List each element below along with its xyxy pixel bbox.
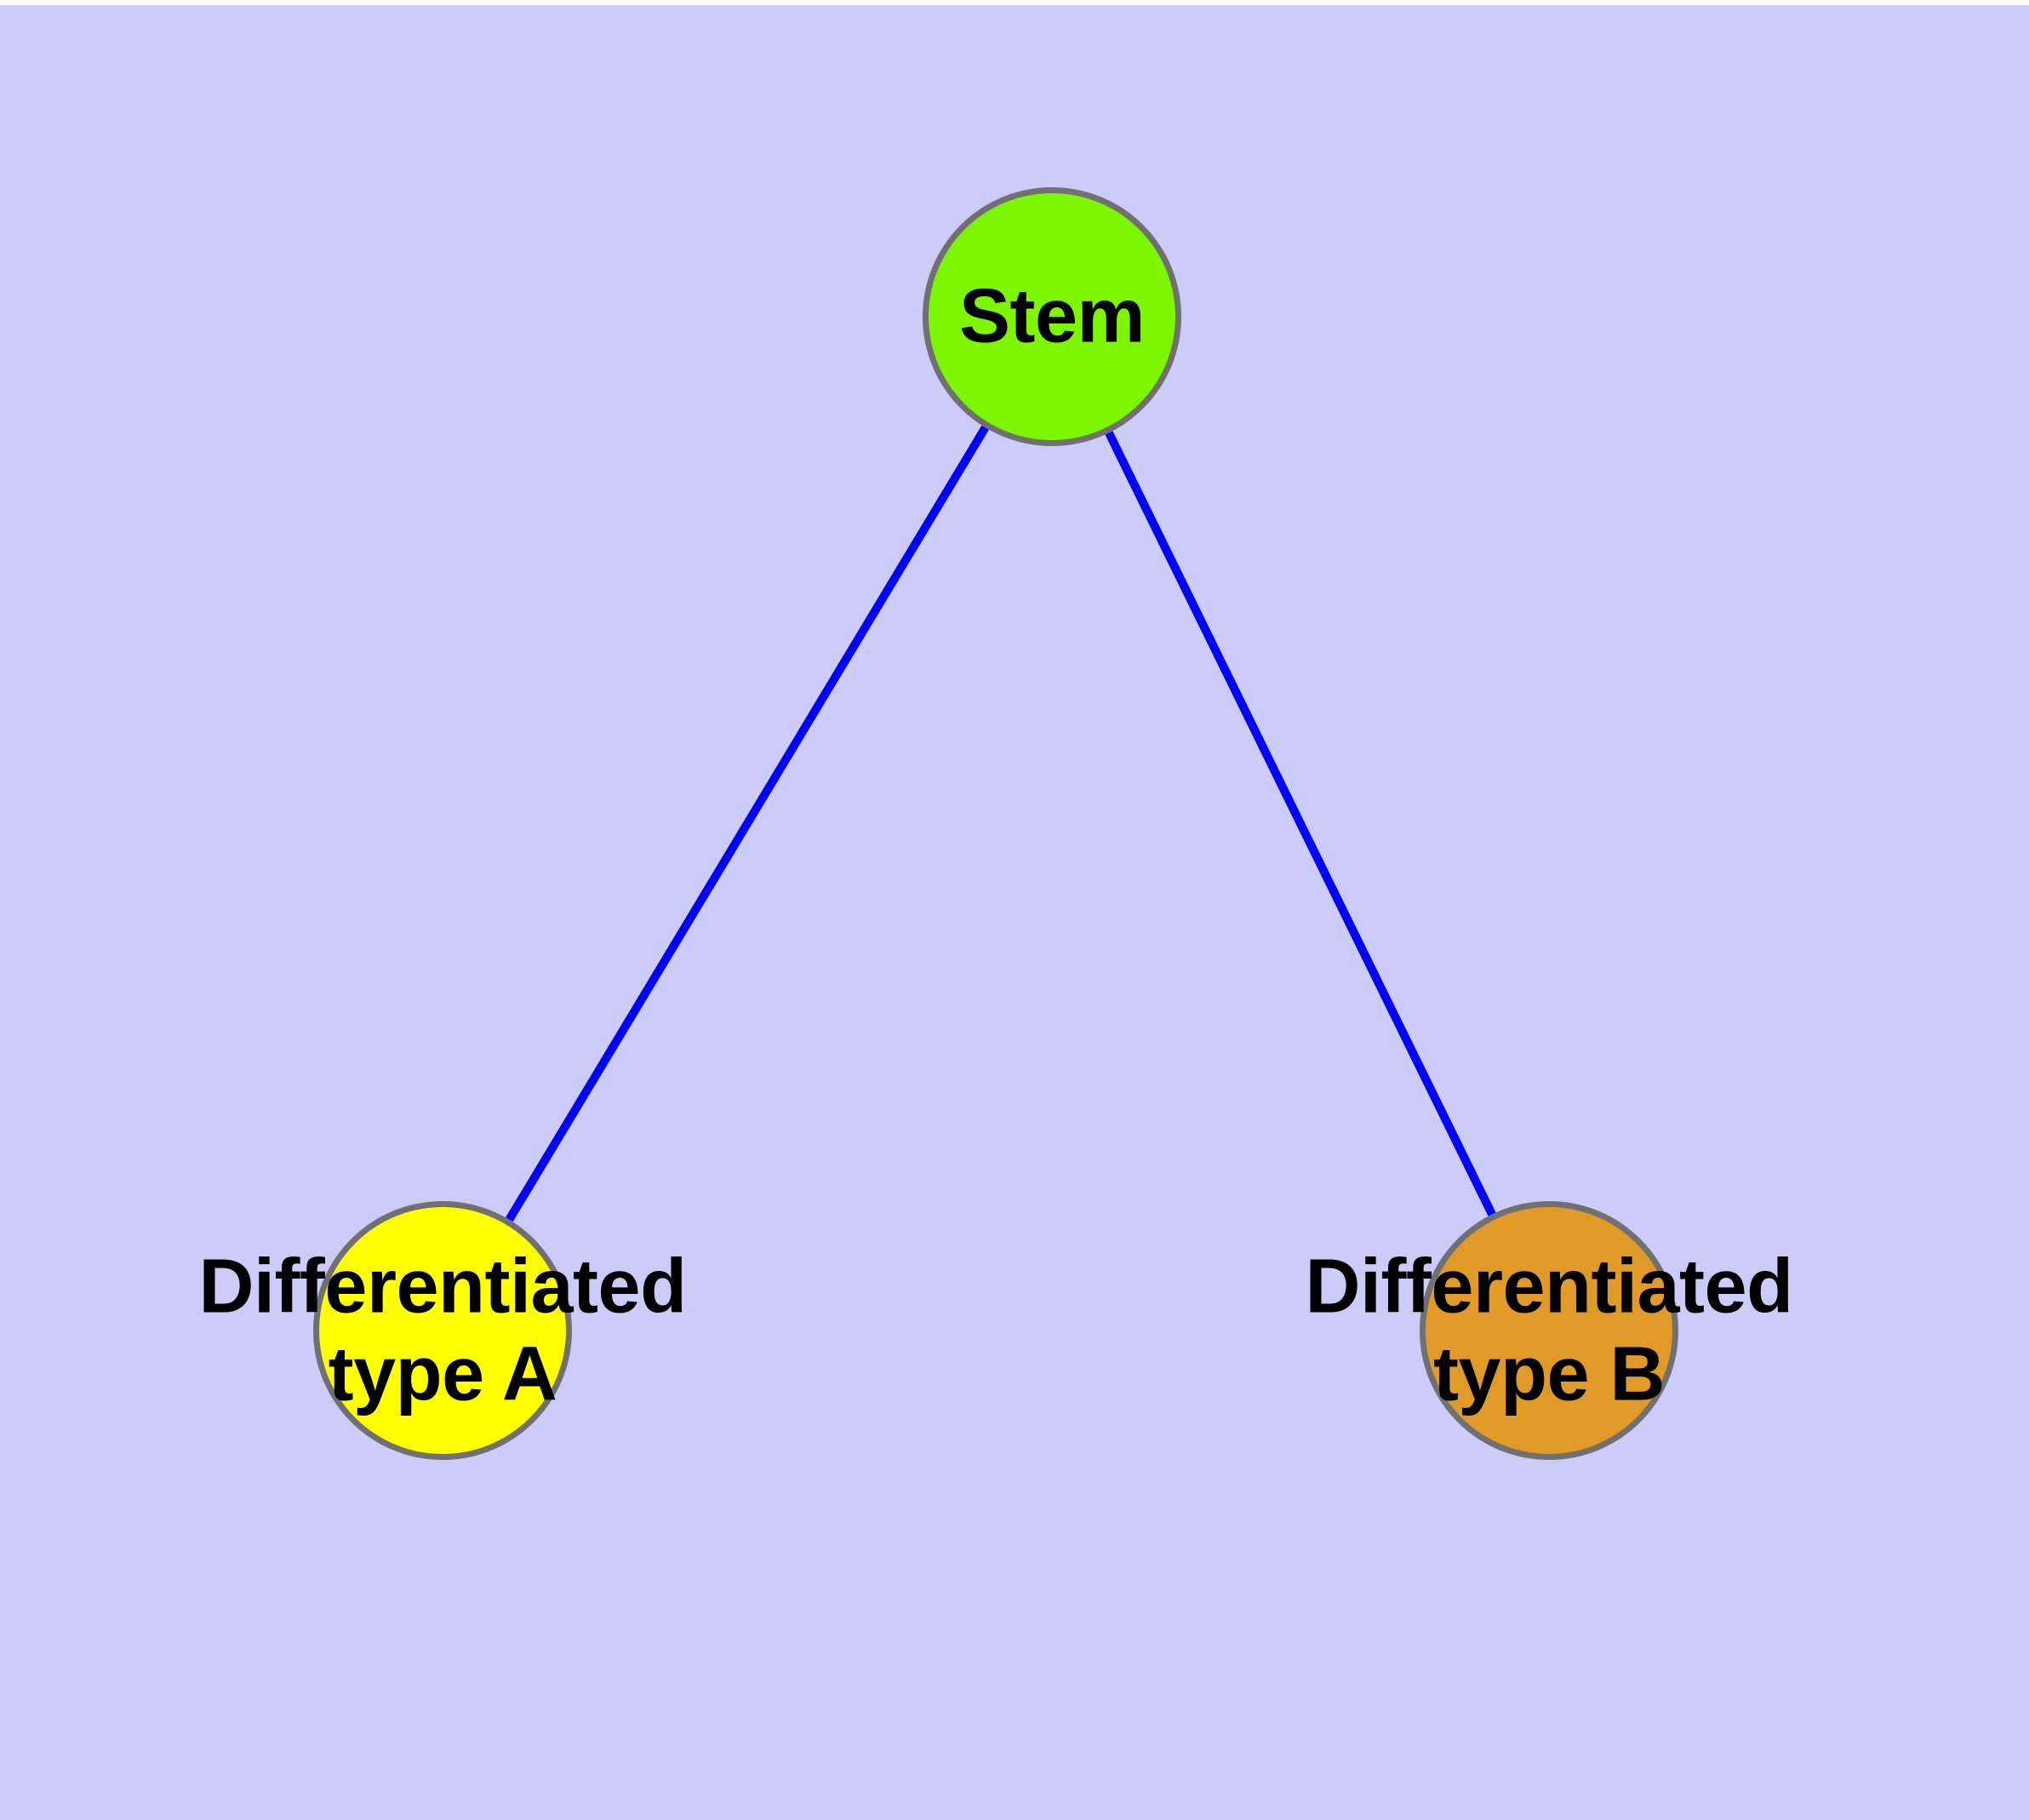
graph-node-diff-a[interactable] [313, 1201, 572, 1460]
graph-node-diff-b[interactable] [1420, 1201, 1678, 1460]
graph-edge [1105, 431, 1496, 1216]
graph-node-stem[interactable] [923, 187, 1181, 446]
graph-edge [506, 425, 989, 1222]
